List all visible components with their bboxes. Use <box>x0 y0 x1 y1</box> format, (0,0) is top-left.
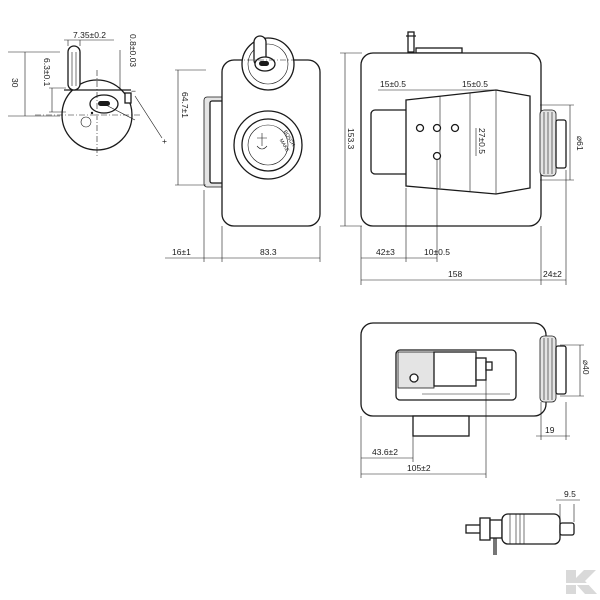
funnel-outline <box>405 89 531 195</box>
dim-9-5: 9.5 <box>564 489 576 499</box>
dim-42: 42±3 <box>376 247 395 257</box>
dim-64-7: 64.7±1 <box>180 92 190 118</box>
dim-dia-40: ⌀40 <box>581 360 591 375</box>
dim-6-3: 6.3±0.1 <box>42 58 52 87</box>
dim-19: 19 <box>545 425 555 435</box>
dim-7-35: 7.35±0.2 <box>73 30 106 40</box>
view-end-small: − + 7.35±0.2 0.8±0.03 6.3±0.1 30 <box>8 30 167 158</box>
view-front: BOSCH MAKE 64.7±1 16±1 83.3 <box>165 35 321 262</box>
pin-outline <box>67 45 81 91</box>
dim-15-left: 15±0.5 <box>380 79 406 89</box>
dim-153-3: 153.3 <box>346 128 356 150</box>
dim-15-right: 15±0.5 <box>462 79 488 89</box>
dim-16: 16±1 <box>172 247 191 257</box>
dim-0-8: 0.8±0.03 <box>128 34 138 67</box>
dim-24: 24±2 <box>543 269 562 279</box>
dim-43-6: 43.6±2 <box>372 447 398 457</box>
dim-83-3: 83.3 <box>260 247 277 257</box>
view-bottom: ⌀40 19 43.6±2 105±2 <box>360 322 591 478</box>
cap-inner <box>241 118 295 172</box>
dim-dia-61: ⌀61 <box>575 136 585 151</box>
dim-158: 158 <box>448 269 462 279</box>
dim-30: 30 <box>10 78 20 88</box>
view-pump-detail: 9.5 <box>465 489 580 555</box>
bottom-tab <box>412 415 470 437</box>
svg-text:+: + <box>162 136 167 146</box>
dim-10: 10±0.5 <box>424 247 450 257</box>
pump-body <box>501 513 561 545</box>
dim-27: 27±0.5 <box>477 128 487 154</box>
view-side: 15±0.5 15±0.5 27±0.5 153.3 ⌀61 42±3 10±0… <box>340 31 585 285</box>
svg-text:−: − <box>131 86 136 96</box>
dim-105: 105±2 <box>407 463 431 473</box>
